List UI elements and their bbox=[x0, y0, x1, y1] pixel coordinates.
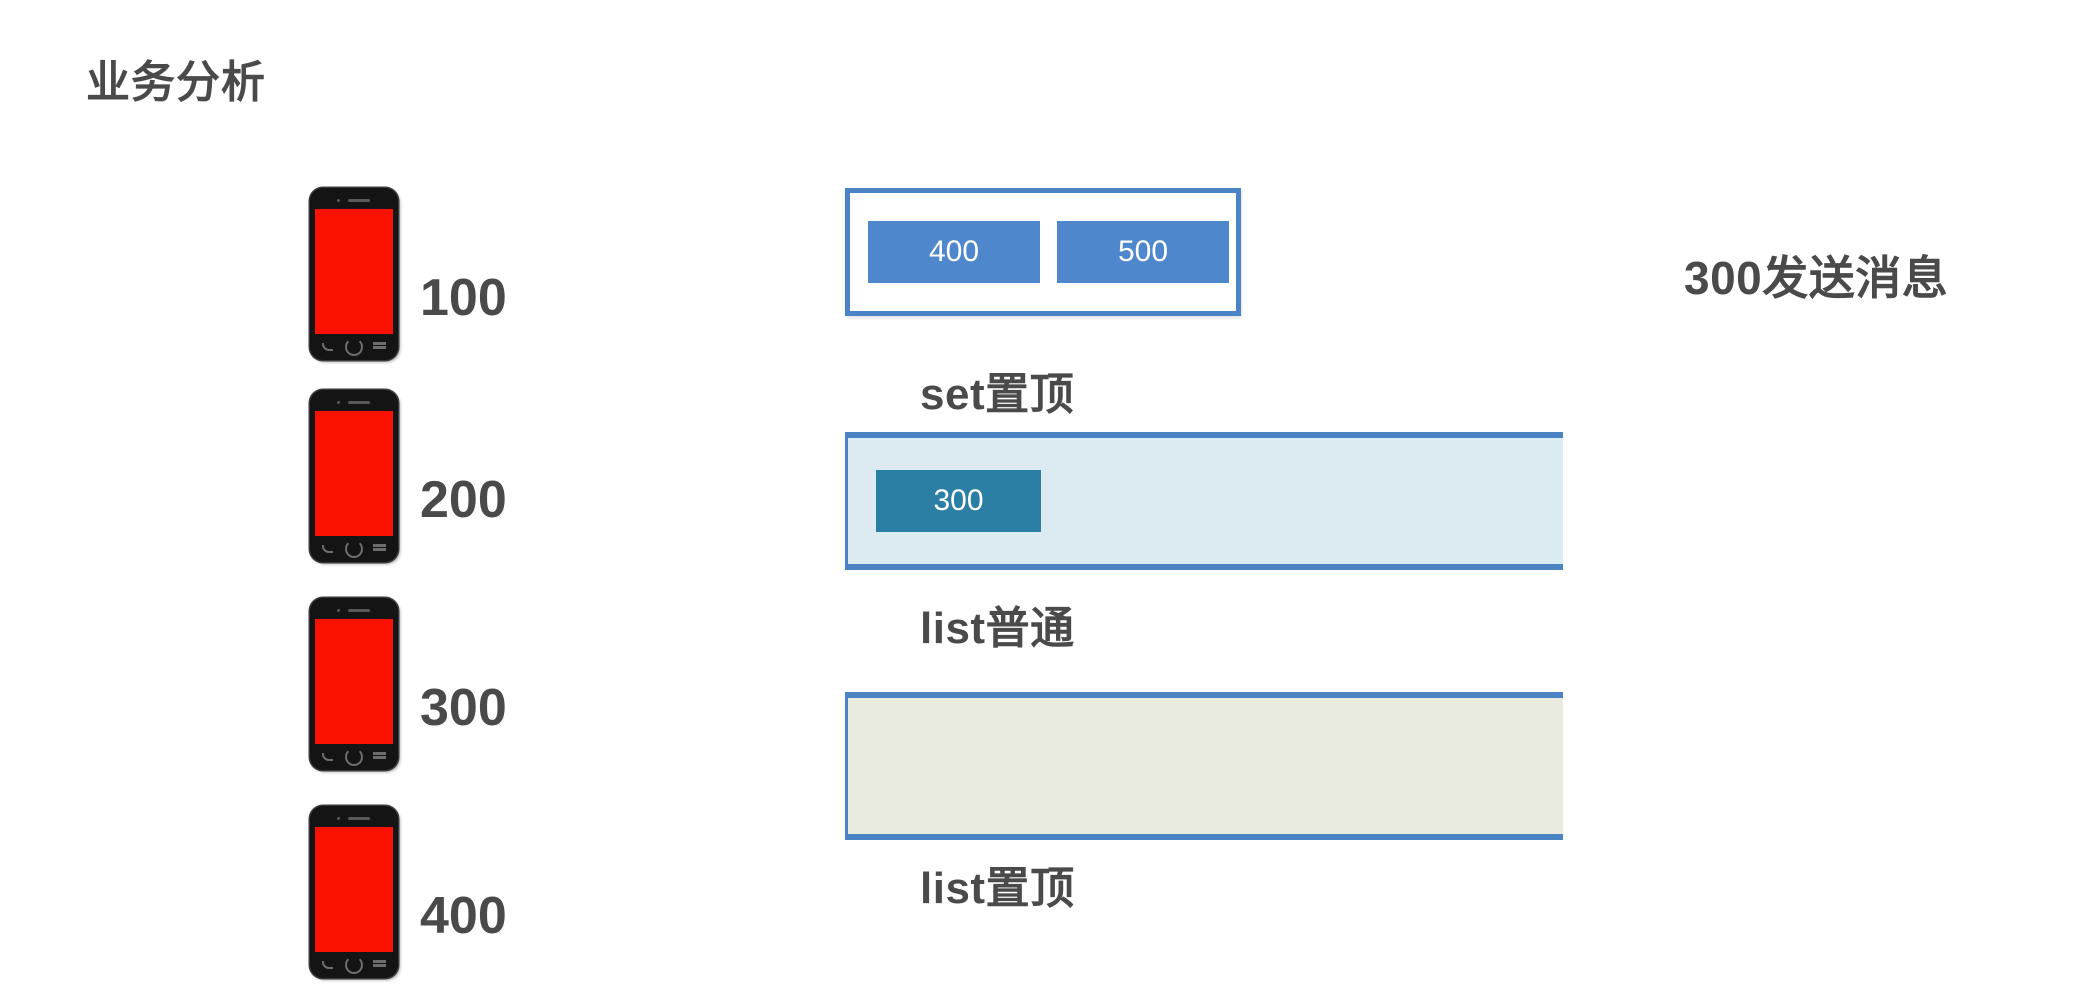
set-pinned-label: set置顶 bbox=[920, 370, 1075, 419]
phone-screen bbox=[315, 411, 393, 536]
home-circle-icon bbox=[345, 338, 363, 356]
back-arrow-icon bbox=[322, 753, 333, 761]
phone-screen bbox=[315, 827, 393, 952]
smartphone-icon bbox=[310, 806, 398, 978]
page-title: 业务分析 bbox=[86, 58, 266, 107]
menu-lines-icon bbox=[373, 964, 386, 967]
menu-lines-icon bbox=[373, 346, 386, 349]
back-arrow-icon bbox=[322, 545, 333, 553]
set-pinned-container: 400 500 bbox=[845, 188, 1241, 316]
list-normal-label: list普通 bbox=[920, 604, 1075, 653]
speaker-slit-icon bbox=[348, 199, 370, 202]
device-row-2: 200 bbox=[310, 390, 507, 562]
device-count-label: 100 bbox=[420, 269, 507, 327]
list-pinned-container bbox=[845, 692, 1563, 840]
list-normal-container: 300 bbox=[845, 432, 1563, 570]
camera-dot-icon bbox=[337, 401, 340, 404]
home-circle-icon bbox=[345, 748, 363, 766]
smartphone-icon bbox=[310, 390, 398, 562]
device-row-4: 400 bbox=[310, 806, 507, 978]
set-chip: 400 bbox=[868, 221, 1040, 283]
device-count-label: 400 bbox=[420, 887, 507, 945]
send-message-annotation: 300发送消息 bbox=[1684, 252, 1949, 304]
camera-dot-icon bbox=[337, 817, 340, 820]
menu-lines-icon bbox=[373, 548, 386, 551]
back-arrow-icon bbox=[322, 343, 333, 351]
home-circle-icon bbox=[345, 956, 363, 974]
camera-dot-icon bbox=[337, 609, 340, 612]
speaker-slit-icon bbox=[348, 609, 370, 612]
device-row-3: 300 bbox=[310, 598, 507, 770]
back-arrow-icon bbox=[322, 961, 333, 969]
device-count-label: 300 bbox=[420, 679, 507, 737]
home-circle-icon bbox=[345, 540, 363, 558]
phone-screen bbox=[315, 209, 393, 334]
device-row-1: 100 bbox=[310, 188, 507, 360]
device-count-label: 200 bbox=[420, 471, 507, 529]
camera-dot-icon bbox=[337, 199, 340, 202]
speaker-slit-icon bbox=[348, 401, 370, 404]
list-chip: 300 bbox=[876, 470, 1041, 532]
speaker-slit-icon bbox=[348, 817, 370, 820]
list-pinned-label: list置顶 bbox=[920, 864, 1075, 913]
smartphone-icon bbox=[310, 188, 398, 360]
phone-screen bbox=[315, 619, 393, 744]
smartphone-icon bbox=[310, 598, 398, 770]
set-chip: 500 bbox=[1057, 221, 1229, 283]
menu-lines-icon bbox=[373, 756, 386, 759]
